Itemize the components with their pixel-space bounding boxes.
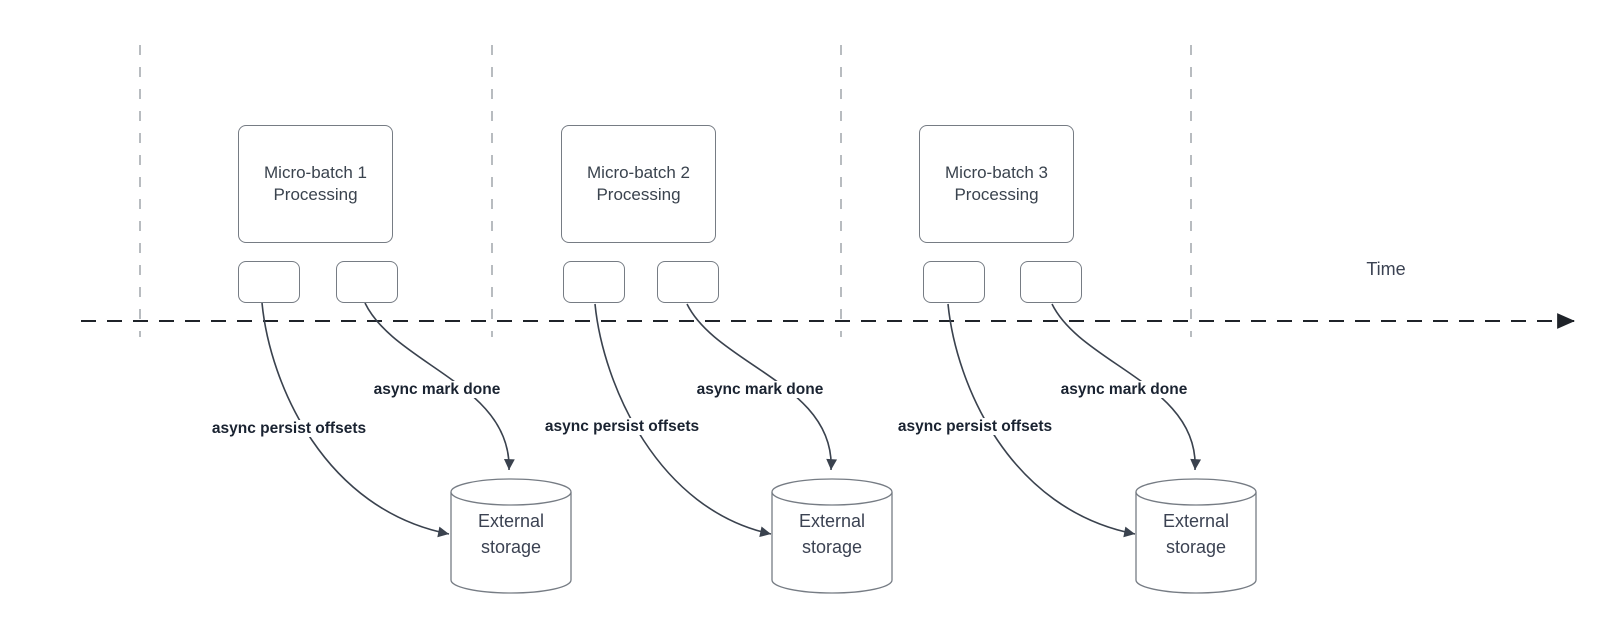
batch1-storage-label: External storage [449, 508, 573, 560]
batch1-title-line2: Processing [273, 185, 358, 204]
batch3-subtask-box-right [1020, 261, 1082, 303]
batch1-storage-line2: storage [480, 537, 542, 557]
batch3-title-line1: Micro-batch 3 [945, 163, 1048, 182]
batch3-storage-line1: External [1162, 511, 1230, 531]
batch1-mark-done-label: async mark done [370, 381, 504, 398]
batch1-processing-box: Micro-batch 1 Processing [238, 125, 393, 243]
batch2-storage-line2: storage [801, 537, 863, 557]
batch2-title-line2: Processing [596, 185, 681, 204]
batch3-storage-line2: storage [1165, 537, 1227, 557]
batch1-persist-offsets-label: async persist offsets [208, 420, 370, 437]
batch2-title-line1: Micro-batch 2 [587, 163, 690, 182]
batch3-persist-offsets-label: async persist offsets [894, 418, 1056, 435]
batch2-processing-box: Micro-batch 2 Processing [561, 125, 716, 243]
batch1-subtask-box-left [238, 261, 300, 303]
batch2-storage-label: External storage [770, 508, 894, 560]
time-axis-label: Time [1366, 259, 1406, 279]
batch1-subtask-box-right [336, 261, 398, 303]
batch2-storage-cylinder [771, 478, 893, 594]
batch2-mark-done-label: async mark done [693, 381, 827, 398]
batch3-subtask-box-left [923, 261, 985, 303]
batch2-storage-line1: External [798, 511, 866, 531]
batch1-storage-cylinder [450, 478, 572, 594]
batch2-persist-offsets-label: async persist offsets [541, 418, 703, 435]
batch3-title-line2: Processing [954, 185, 1039, 204]
batch3-mark-done-label: async mark done [1057, 381, 1191, 398]
batch3-persist-offsets-arrow [947, 303, 1136, 538]
batch1-title-line1: Micro-batch 1 [264, 163, 367, 182]
batch2-subtask-box-right [657, 261, 719, 303]
batch2-persist-offsets-arrow [594, 303, 772, 538]
batch2-mark-done-arrow [686, 303, 838, 471]
batch3-storage-label: External storage [1134, 508, 1258, 560]
batch3-storage-cylinder [1135, 478, 1257, 594]
batch1-storage-line1: External [477, 511, 545, 531]
batch1-mark-done-arrow [364, 302, 515, 471]
batch2-subtask-box-left [563, 261, 625, 303]
batch3-mark-done-arrow [1051, 303, 1202, 471]
batch3-processing-box: Micro-batch 3 Processing [919, 125, 1074, 243]
batch1-persist-offsets-arrow [261, 302, 450, 538]
